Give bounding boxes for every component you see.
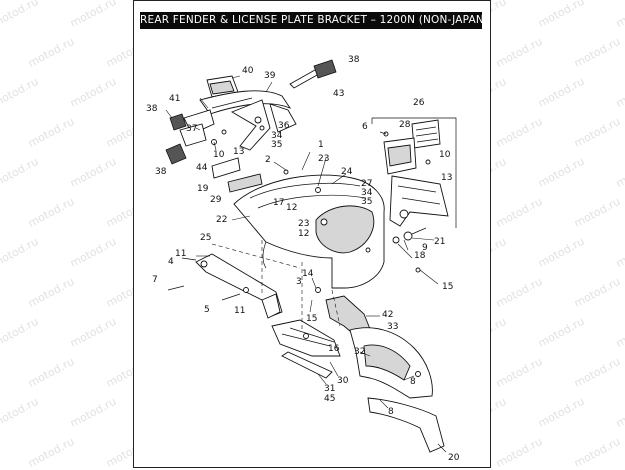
callout-39: 39 [264, 71, 276, 81]
callout-11: 11 [175, 249, 186, 259]
callout-15: 15 [442, 282, 453, 292]
callout-41: 41 [169, 94, 180, 104]
callout-6: 6 [362, 122, 368, 132]
callout-10: 10 [439, 150, 451, 160]
callout-38: 38 [146, 104, 158, 114]
callout-28: 28 [399, 120, 411, 130]
license-plate-bracket-assembly [165, 59, 337, 193]
callout-15: 15 [306, 314, 317, 324]
rear-fender [233, 169, 385, 289]
callout-13: 13 [233, 147, 244, 157]
callout-4: 4 [168, 257, 174, 267]
callout-labels: 40 39 38 43 41 38 37 36 34 35 10 13 44 3… [146, 55, 460, 463]
callout-31: 31 [324, 384, 335, 394]
fender-support [167, 240, 301, 319]
callout-30: 30 [337, 376, 349, 386]
callout-9: 9 [422, 243, 428, 253]
callout-35: 35 [271, 140, 282, 150]
callout-10: 10 [213, 150, 225, 160]
callout-26: 26 [413, 98, 425, 108]
callout-8: 8 [388, 407, 394, 417]
callout-24: 24 [341, 167, 353, 177]
callout-38: 38 [155, 167, 167, 177]
callout-35: 35 [361, 197, 372, 207]
callout-34: 34 [361, 188, 373, 198]
callout-32: 32 [354, 347, 365, 357]
callout-37: 37 [186, 124, 197, 134]
callout-3: 3 [296, 277, 302, 287]
callout-23: 23 [298, 219, 309, 229]
callout-27: 27 [361, 179, 372, 189]
callout-18: 18 [414, 251, 426, 261]
callout-8: 8 [410, 377, 416, 387]
leader-lines [165, 75, 447, 453]
callout-12: 12 [298, 229, 309, 239]
license-bracket-detail [371, 117, 457, 228]
callout-16: 16 [328, 344, 340, 354]
callout-12: 12 [286, 203, 297, 213]
callout-20: 20 [448, 453, 460, 463]
callout-14: 14 [302, 269, 314, 279]
callout-25: 25 [200, 233, 211, 243]
callout-44: 44 [196, 163, 208, 173]
callout-1: 1 [318, 140, 324, 150]
callout-42: 42 [382, 310, 393, 320]
callout-5: 5 [204, 305, 210, 315]
callout-23: 23 [318, 154, 329, 164]
callout-38: 38 [348, 55, 360, 65]
page-title: REAR FENDER & LICENSE PLATE BRACKET – 12… [140, 12, 488, 29]
callout-2: 2 [265, 155, 271, 165]
callout-36: 36 [278, 121, 290, 131]
callout-11: 11 [234, 306, 245, 316]
callout-7: 7 [152, 275, 158, 285]
callout-34: 34 [271, 131, 283, 141]
callout-45: 45 [324, 394, 335, 404]
callout-19: 19 [197, 184, 209, 194]
callout-43: 43 [333, 89, 344, 99]
callout-22: 22 [216, 215, 227, 225]
callout-33: 33 [387, 322, 398, 332]
callout-40: 40 [242, 66, 254, 76]
right-side-hardware [392, 227, 439, 285]
lower-fender-parts [271, 262, 445, 453]
callout-21: 21 [434, 237, 445, 247]
callout-29: 29 [210, 195, 222, 205]
callout-17: 17 [273, 198, 284, 208]
callout-13: 13 [441, 173, 452, 183]
